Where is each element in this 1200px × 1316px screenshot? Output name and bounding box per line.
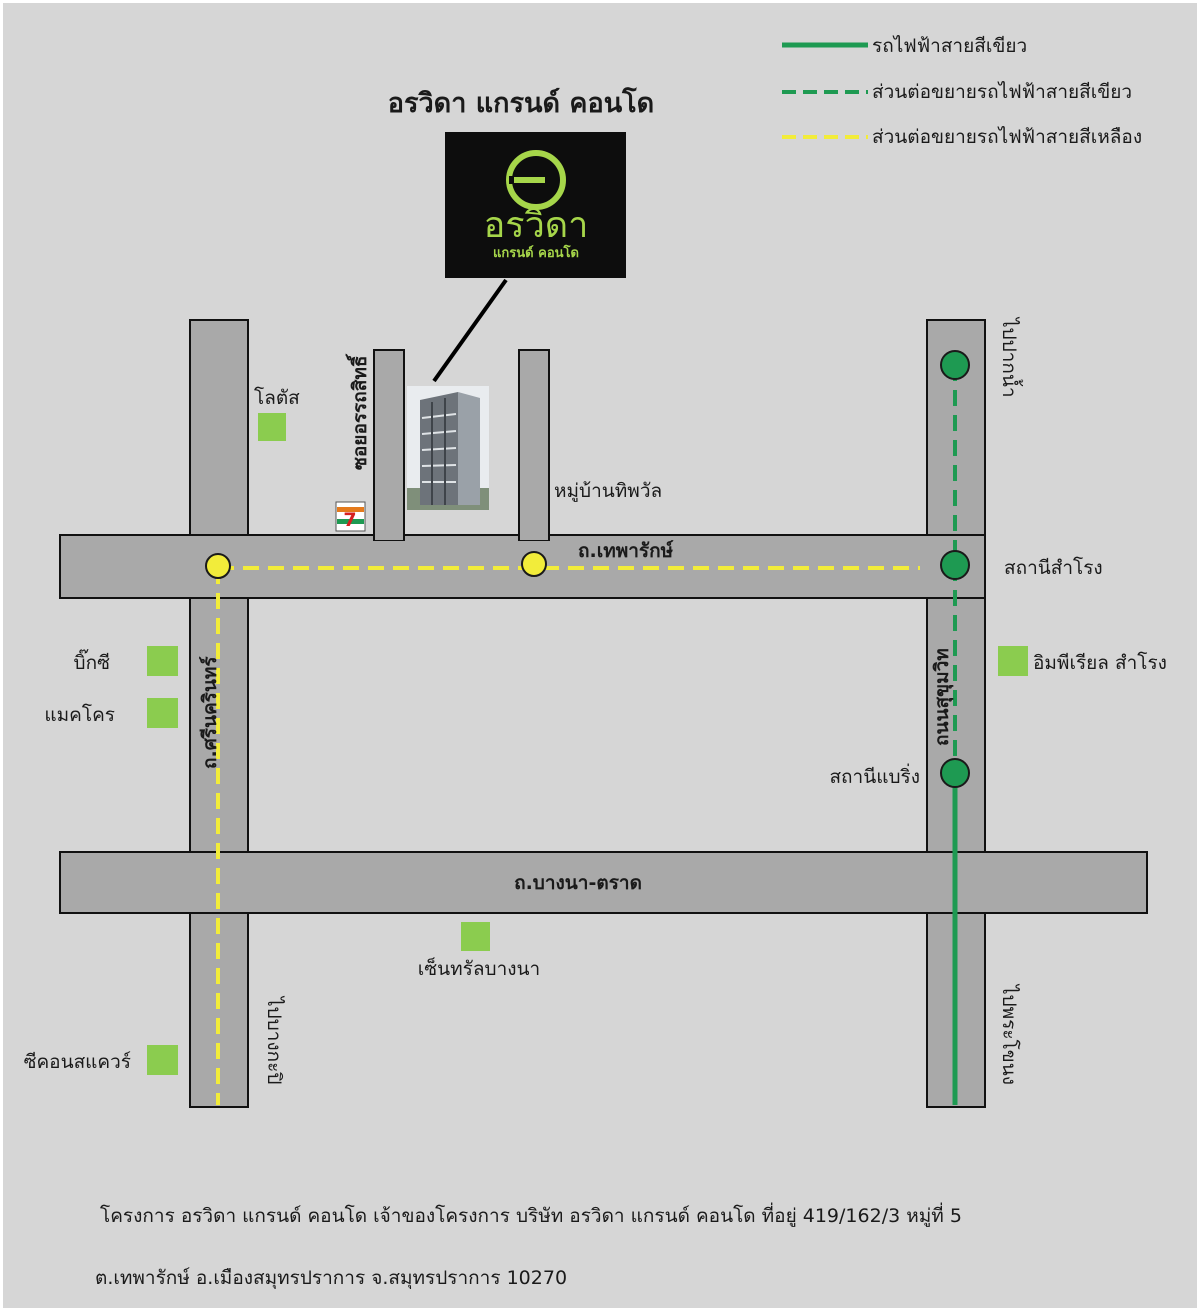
- stations: [205, 350, 970, 788]
- road-label-srinakarin: ถ.ศรีนครินทร์: [199, 656, 221, 769]
- road-label-soi: ซอยอรรถสิทธิ์: [345, 353, 371, 470]
- place-label-bigc: บิ๊กซี: [74, 649, 111, 674]
- direction-phra-khanong: ไปพระโขนง: [998, 983, 1021, 1085]
- station-label-bearing: สถานีแบริ่ง: [829, 763, 920, 788]
- legend: รถไฟฟ้าสายสีเขียว ส่วนต่อขยายรถไฟฟ้าสายส…: [782, 35, 1142, 148]
- landmark-marker: [461, 922, 490, 951]
- project-logo: อรวิดา แกรนด์ คอนโด: [445, 132, 626, 278]
- station-dot: [940, 758, 970, 788]
- landmark-marker: [147, 698, 178, 728]
- legend-item-label: รถไฟฟ้าสายสีเขียว: [872, 35, 1027, 57]
- landmark-marker: [258, 413, 286, 441]
- direction-pak-nam: ไปปากน้ำ: [998, 316, 1023, 398]
- convenience-store-icon: 7: [335, 501, 366, 532]
- place-label-imperial: อิมพีเรียล สำโรง: [1033, 651, 1167, 674]
- landmark-marker: [998, 646, 1028, 676]
- footer-address-line-1: โครงการ อรวิดา แกรนด์ คอนโด เจ้าของโครงก…: [100, 1202, 962, 1227]
- map-title: อรวิดา แกรนด์ คอนโด: [388, 86, 654, 119]
- legend-item-label: ส่วนต่อขยายรถไฟฟ้าสายสีเหลือง: [872, 126, 1142, 148]
- pointer-line: [432, 278, 508, 383]
- place-label-central: เซ็นทรัลบางนา: [418, 956, 540, 980]
- station-dot: [940, 550, 970, 580]
- place-label-village: หมู่บ้านทิพวัล: [554, 480, 662, 502]
- footer-address-line-2: ต.เทพารักษ์ อ.เมืองสมุทรปราการ จ.สมุทรปร…: [95, 1267, 567, 1290]
- road-label-sukhumvit: ถนนสุขุมวิท: [931, 648, 954, 746]
- road-label-bangna-trat: ถ.บางนา-ตราด: [514, 872, 642, 894]
- place-label-lotus: โลตัส: [254, 386, 300, 409]
- place-label-makro: แมคโคร: [44, 703, 115, 726]
- road-label-thepharak: ถ.เทพารักษ์: [578, 540, 674, 562]
- village-road: [518, 349, 550, 541]
- direction-bang-kapi: ไปบางกะปิ: [263, 995, 285, 1084]
- station-dot: [205, 553, 231, 579]
- station-dot: [521, 551, 547, 577]
- place-label-seacon: ซีคอนสแควร์: [24, 1051, 131, 1073]
- landmark-marker: [147, 1045, 178, 1075]
- soi-attasit-road: [373, 349, 405, 541]
- building-icon: [407, 386, 489, 510]
- logo-brand-text: อรวิดา: [484, 205, 589, 246]
- legend-item-label: ส่วนต่อขยายรถไฟฟ้าสายสีเขียว: [872, 81, 1132, 103]
- store-logo-text: 7: [343, 509, 356, 531]
- logo-sub-text: แกรนด์ คอนโด: [493, 244, 579, 261]
- station-dot: [940, 350, 970, 380]
- station-label-samrong: สถานีสำโรง: [1004, 556, 1103, 579]
- landmarks: [147, 413, 1028, 1075]
- yellow-line-route: [216, 566, 920, 1105]
- landmark-marker: [147, 646, 178, 676]
